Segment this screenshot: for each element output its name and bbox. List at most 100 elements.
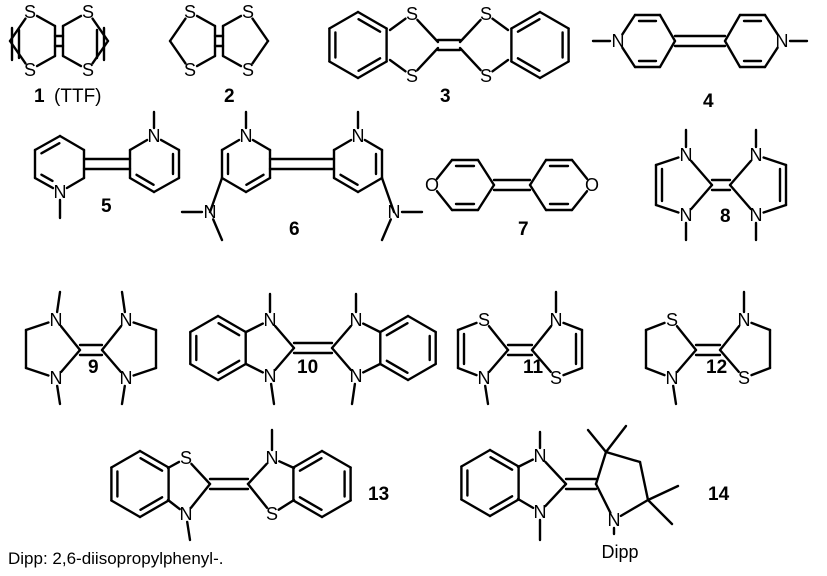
bond xyxy=(544,482,568,508)
bond xyxy=(488,448,520,468)
atom-n: N xyxy=(204,202,217,222)
bond xyxy=(604,424,628,454)
bond xyxy=(251,39,270,65)
bond xyxy=(362,322,382,334)
bond xyxy=(675,325,698,352)
atom-n: N xyxy=(612,31,625,51)
bond xyxy=(762,203,788,214)
bond xyxy=(217,359,241,374)
bond xyxy=(274,324,296,350)
bond xyxy=(491,17,510,32)
bond xyxy=(251,138,272,152)
compound-number-13: 13 xyxy=(368,484,389,505)
bond xyxy=(292,499,324,519)
bond xyxy=(220,176,248,194)
bond xyxy=(332,176,360,194)
atom-s: S xyxy=(478,310,490,330)
bond xyxy=(55,290,62,314)
atom-n: N xyxy=(550,310,563,330)
bond xyxy=(362,362,382,374)
bond xyxy=(135,173,155,187)
bond xyxy=(56,384,62,406)
atom-n: N xyxy=(50,310,63,330)
compound-number-10: 10 xyxy=(297,357,318,378)
bond xyxy=(168,17,187,43)
bond xyxy=(638,460,650,502)
bond xyxy=(570,189,589,212)
bond xyxy=(406,314,437,334)
atom-n: N xyxy=(264,366,277,386)
atom-n: N xyxy=(240,126,253,146)
bond xyxy=(487,325,510,352)
bond xyxy=(763,13,779,36)
compound-number-5: 5 xyxy=(101,196,112,217)
bond xyxy=(217,322,241,337)
bond xyxy=(460,498,492,518)
bond xyxy=(40,141,61,155)
bond xyxy=(460,448,492,468)
atom-s: S xyxy=(550,368,562,388)
atom-n: N xyxy=(534,502,547,522)
bond xyxy=(91,17,110,43)
bond xyxy=(61,14,83,28)
bond xyxy=(132,366,158,377)
bond xyxy=(330,346,352,372)
bond xyxy=(491,58,510,73)
atom-s: S xyxy=(266,504,278,524)
compound-number-11: 11 xyxy=(523,357,544,378)
atom-n: N xyxy=(750,205,763,225)
compound-number-6: 6 xyxy=(289,219,300,240)
bond xyxy=(476,183,496,212)
bond xyxy=(510,10,542,30)
bond xyxy=(320,499,352,519)
compound-number-12: 12 xyxy=(706,357,727,378)
bond xyxy=(750,321,772,332)
bond xyxy=(750,366,772,377)
atom-o: O xyxy=(425,175,439,195)
bond xyxy=(189,362,220,382)
bond xyxy=(658,39,677,69)
bond xyxy=(723,13,742,43)
compound-number-2: 2 xyxy=(224,86,235,107)
bond xyxy=(644,321,666,332)
bond xyxy=(516,18,541,33)
bond xyxy=(530,348,552,374)
bond xyxy=(654,156,680,167)
compound-number-4: 4 xyxy=(703,91,714,112)
bond xyxy=(278,460,296,470)
bond xyxy=(690,159,714,187)
bond xyxy=(35,14,57,28)
bond xyxy=(128,176,156,194)
bond xyxy=(356,60,388,80)
atom-n: N xyxy=(266,448,279,468)
bond xyxy=(604,450,642,464)
bond xyxy=(690,183,714,211)
bond xyxy=(110,449,142,469)
bond xyxy=(61,54,83,68)
bond xyxy=(120,290,127,314)
bond xyxy=(728,159,752,187)
bond xyxy=(380,176,396,214)
atom-n: N xyxy=(388,202,401,222)
bond xyxy=(456,366,478,377)
footnote-dipp: Dipp: 2,6-diisopropylphenyl-. xyxy=(8,549,224,568)
atom-n: N xyxy=(54,182,67,202)
bond xyxy=(380,218,392,242)
bond xyxy=(221,14,243,28)
atom-n: N xyxy=(738,310,751,330)
bond xyxy=(251,17,270,43)
bond xyxy=(59,325,82,352)
bond xyxy=(594,482,612,514)
bond xyxy=(24,366,50,377)
bond xyxy=(385,322,409,337)
svg-text:1 (TTF): 1 (TTF) xyxy=(34,86,102,107)
bond xyxy=(456,321,478,332)
bond xyxy=(621,13,637,36)
bond xyxy=(528,158,548,187)
bond xyxy=(65,176,86,190)
bond xyxy=(594,450,608,486)
bond xyxy=(132,321,158,332)
bond xyxy=(644,366,666,377)
atom-s: S xyxy=(666,310,678,330)
bond xyxy=(658,13,677,43)
